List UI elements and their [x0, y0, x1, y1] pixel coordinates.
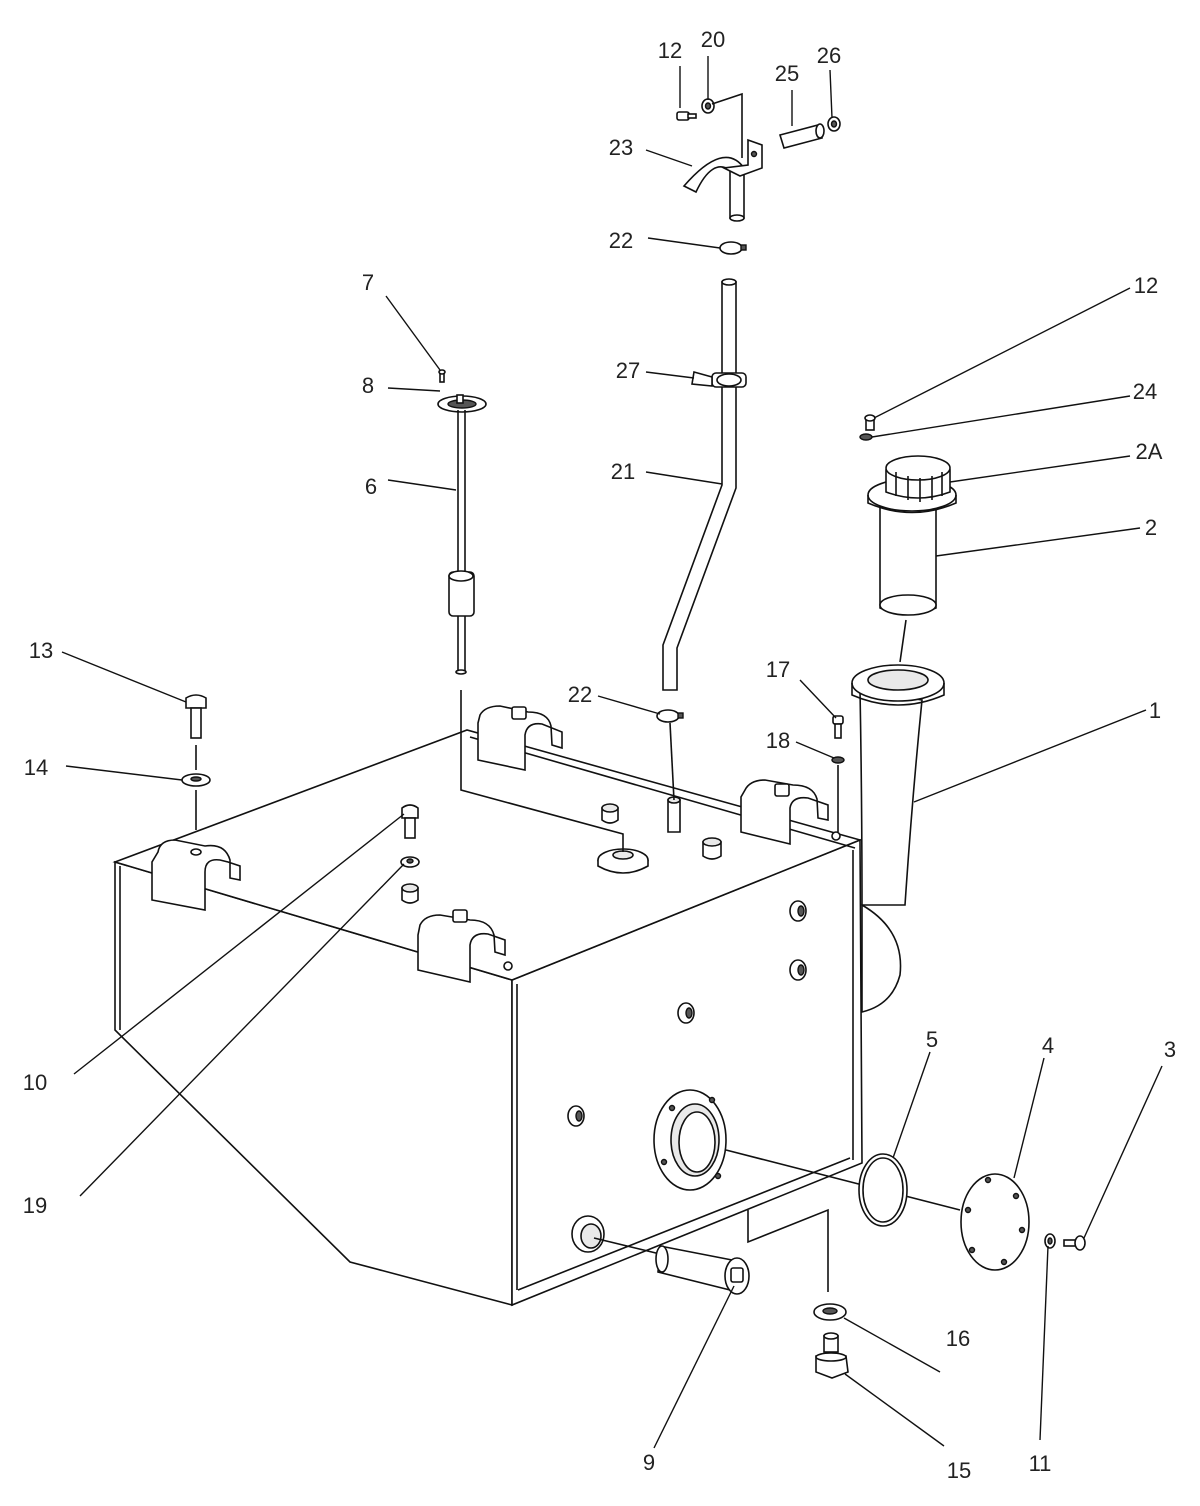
drain-installation-line [747, 1208, 829, 1292]
callout-22-lower: 22 [568, 682, 592, 707]
callout-23: 23 [609, 135, 633, 160]
right-strap-washer [831, 756, 845, 764]
callout-19: 19 [23, 1193, 47, 1218]
callout-9: 9 [643, 1450, 655, 1475]
callout-8: 8 [362, 373, 374, 398]
gasket [858, 1153, 908, 1227]
cover-screw [1063, 1235, 1086, 1251]
callout-2A: 2A [1136, 439, 1163, 464]
drain-washer [813, 1303, 847, 1321]
vent-hose [682, 156, 745, 222]
callout-12-top: 12 [658, 38, 682, 63]
filler-neck [851, 664, 945, 1014]
cleanout-port-flange [653, 1089, 727, 1191]
callout-1: 1 [1149, 698, 1161, 723]
drain-plug [815, 1332, 849, 1379]
strainer-to-neck-line [899, 619, 907, 663]
callout-17: 17 [766, 657, 790, 682]
callout-20: 20 [701, 27, 725, 52]
callout-labels: 12 20 25 26 23 22 12 7 8 27 24 2A 6 21 2… [23, 27, 1176, 1483]
callout-3: 3 [1164, 1037, 1176, 1062]
suction-strainer [655, 1245, 750, 1295]
callout-13: 13 [29, 638, 53, 663]
fuel-gauge-sender [437, 394, 487, 675]
top-washer [400, 856, 420, 868]
bracket-washer [701, 98, 715, 114]
callout-2: 2 [1145, 515, 1157, 540]
bracket-assembly-line [711, 92, 743, 158]
cap-screw [864, 414, 876, 431]
right-strap-bolt [832, 715, 844, 739]
callout-10: 10 [23, 1070, 47, 1095]
callout-5: 5 [926, 1027, 938, 1052]
return-tube-installation-line [669, 722, 675, 801]
tank-strap-bracket-front-left [151, 839, 241, 911]
callout-15: 15 [947, 1458, 971, 1483]
return-tube [662, 278, 737, 691]
callout-14: 14 [24, 755, 48, 780]
callout-18: 18 [766, 728, 790, 753]
leader-lines [61, 56, 1163, 1449]
callout-16: 16 [946, 1326, 970, 1351]
sender-screw [438, 369, 446, 383]
tank-strap-bracket-back-right [740, 779, 841, 846]
hose-clamp-lower [656, 709, 684, 723]
callout-24: 24 [1133, 379, 1157, 404]
callout-26: 26 [817, 43, 841, 68]
callout-6: 6 [365, 474, 377, 499]
callout-27: 27 [616, 358, 640, 383]
vent-bracket [721, 138, 763, 177]
side-fitting-bosses [567, 900, 807, 1127]
suction-strainer-line [593, 1237, 661, 1255]
suction-port [571, 1215, 605, 1253]
filler-cap [885, 455, 951, 502]
callout-22-upper: 22 [609, 228, 633, 253]
spacer-nut [827, 116, 841, 132]
top-bolt [401, 804, 419, 839]
bracket-screw [676, 111, 697, 121]
tank-strap-bracket-back-left [477, 705, 563, 771]
cover-plate [960, 1173, 1030, 1271]
callout-11: 11 [1029, 1451, 1052, 1476]
tube-clamp [691, 370, 747, 388]
cover-installation-line [725, 1149, 961, 1211]
strap-washer [181, 773, 211, 787]
cap-lockwasher [859, 433, 873, 441]
sender-mounting-boss [597, 848, 649, 874]
strap-bolt [185, 694, 207, 739]
callout-4: 4 [1042, 1033, 1054, 1058]
callout-12-right: 12 [1134, 273, 1158, 298]
callout-21: 21 [611, 459, 635, 484]
filler-strainer [867, 478, 957, 616]
callout-7: 7 [362, 270, 374, 295]
cover-lockwasher [1044, 1233, 1056, 1249]
spacer [778, 123, 825, 149]
callout-25: 25 [775, 61, 799, 86]
sender-installation-line [460, 690, 624, 852]
tank-strap-bracket-front-right [417, 909, 513, 984]
top-fitting-bosses [401, 796, 722, 904]
hose-clamp-upper [719, 241, 747, 255]
